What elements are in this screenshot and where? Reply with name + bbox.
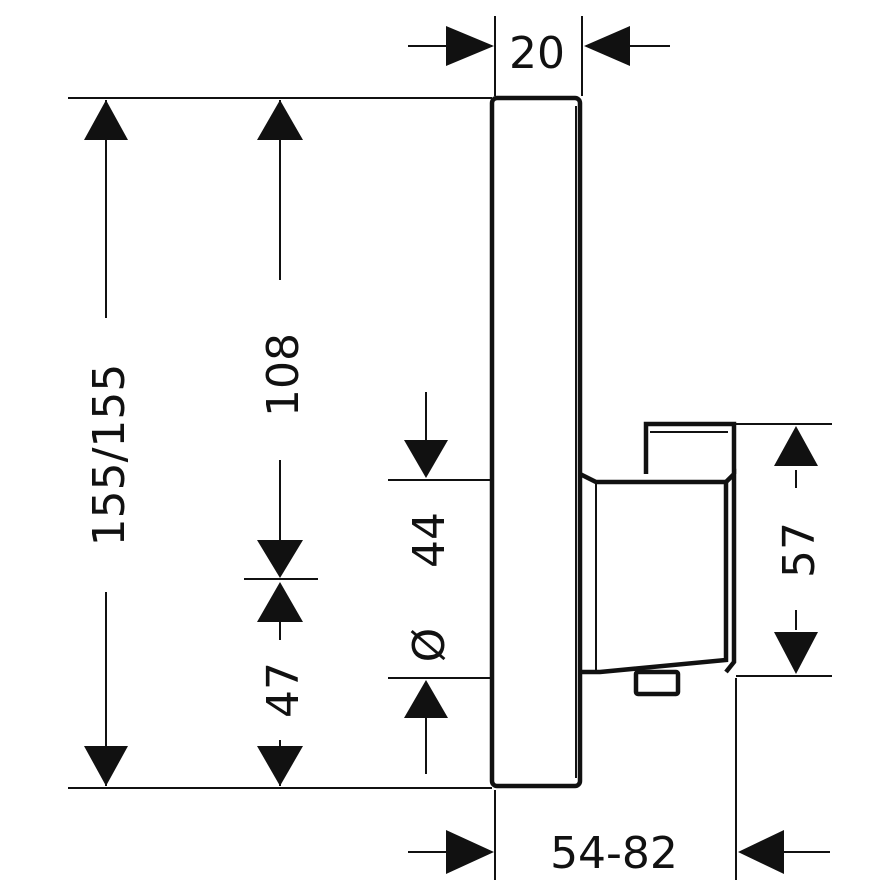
dimension-total-height: 155/155 [84, 100, 135, 786]
arrow-right [446, 830, 494, 874]
dimension-label: 47 [258, 662, 309, 718]
handle-body-right-edge [724, 468, 737, 674]
arrow-down [404, 440, 448, 478]
handle-knob [643, 421, 737, 474]
dimension-label: 155/155 [84, 364, 135, 547]
handle-body [578, 471, 729, 675]
diameter-value: 44 [404, 512, 455, 568]
arrow-up [257, 582, 303, 622]
dimension-upper-height: 108 [257, 100, 309, 578]
dimension-depth-range: 54-82 [408, 678, 830, 880]
dimension-label: 57 [774, 522, 825, 578]
dimension-module-height: 57 [736, 423, 832, 677]
arrow-down [257, 540, 303, 578]
arrow-left [584, 26, 630, 66]
arrow-down [257, 746, 303, 786]
handle-tab [633, 669, 681, 697]
arrow-down [84, 746, 128, 786]
dimension-top-width: 20 [408, 16, 670, 96]
product-outline [489, 95, 737, 789]
cover-plate [489, 95, 583, 789]
arrow-down [774, 632, 818, 674]
arrow-up [257, 100, 303, 140]
arrow-left [738, 830, 784, 874]
arrow-up [84, 100, 128, 140]
arrow-up [404, 680, 448, 718]
dimension-label: 20 [509, 28, 565, 79]
dimension-diameter: 44 Ø [388, 392, 492, 774]
dimension-label: 108 [258, 333, 309, 417]
arrow-up [774, 426, 818, 466]
arrow-right [446, 26, 494, 66]
dimension-lower-height: 47 [257, 582, 309, 786]
diameter-symbol: Ø [404, 628, 455, 663]
dimension-label: 54-82 [550, 828, 678, 879]
